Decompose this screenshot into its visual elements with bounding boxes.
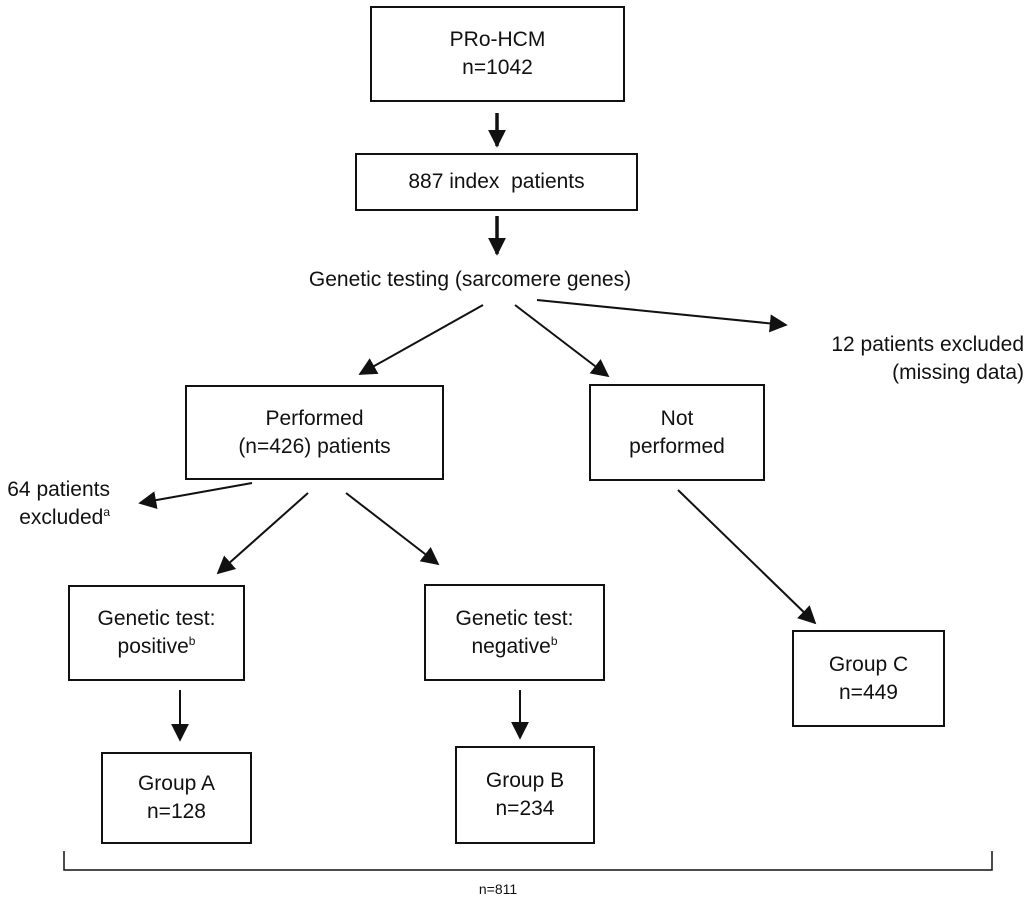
box-group-a: Group A n=128 [101,752,252,844]
box-pro-hcm: PRo-HCM n=1042 [370,6,625,102]
genetic-testing-label: Genetic testing (sarcomere genes) [308,268,632,291]
negative-footnote-mark: b [550,633,558,648]
group-a-title: Group A [137,772,216,795]
positive-text: positive [117,635,189,658]
performed-line1: Performed [265,406,364,430]
box-not-performed: Not performed [589,384,765,481]
arrow-genetic-to-not-performed [514,304,610,378]
box-index-patients: 887 index patients [355,153,638,211]
positive-footnote-mark: b [188,634,196,648]
group-c-title: Group C [828,652,909,676]
negative-line2: negativeb [471,633,557,661]
arrow-performed-to-negative [345,492,440,566]
box-group-b: Group B n=234 [455,746,595,844]
positive-line2: positiveb [118,633,196,661]
index-patients-label: 887 index patients [408,170,585,193]
arrow-genetic-to-excluded-missing [536,299,788,333]
not-performed-line2: performed [629,434,725,458]
arrow-performed-to-positive [216,492,309,575]
group-a-count: n=128 [147,800,206,823]
box-group-c: Group C n=449 [792,630,945,727]
negative-line1: Genetic test: [455,606,574,630]
positive-line1: Genetic test: [97,607,216,630]
arrow-performed-to-excluded-64 [138,482,253,510]
group-c-count: n=449 [839,680,898,704]
pro-hcm-title: PRo-HCM [449,28,546,51]
excluded-64-line1: 64 patients [7,478,110,501]
excluded-missing-label: 12 patients excluded (missing data) [831,331,1024,387]
total-bracket [63,851,993,871]
excluded-64-footnote-mark: a [103,505,110,519]
arrow-not-performed-to-group-c [677,489,817,625]
excluded-64-line2: excludeda [0,504,110,532]
group-b-count: n=234 [495,797,555,820]
box-genetic-test-positive: Genetic test: positiveb [68,585,245,681]
total-count-label: n=811 [478,881,518,897]
excluded-missing-line1: 12 patients excluded [831,333,1024,356]
excluded-64-text: excluded [19,506,104,529]
group-b-title: Group B [485,769,565,792]
box-genetic-test-negative: Genetic test: negativeb [424,584,605,681]
excluded-64-label: 64 patients excludeda [0,476,110,532]
negative-text: negative [471,634,551,658]
box-performed: Performed (n=426) patients [185,385,444,480]
performed-line2: (n=426) patients [238,434,391,458]
excluded-missing-line2: (missing data) [892,361,1024,384]
arrow-genetic-to-performed [358,304,484,375]
pro-hcm-count: n=1042 [462,56,533,79]
not-performed-line1: Not [660,406,694,430]
